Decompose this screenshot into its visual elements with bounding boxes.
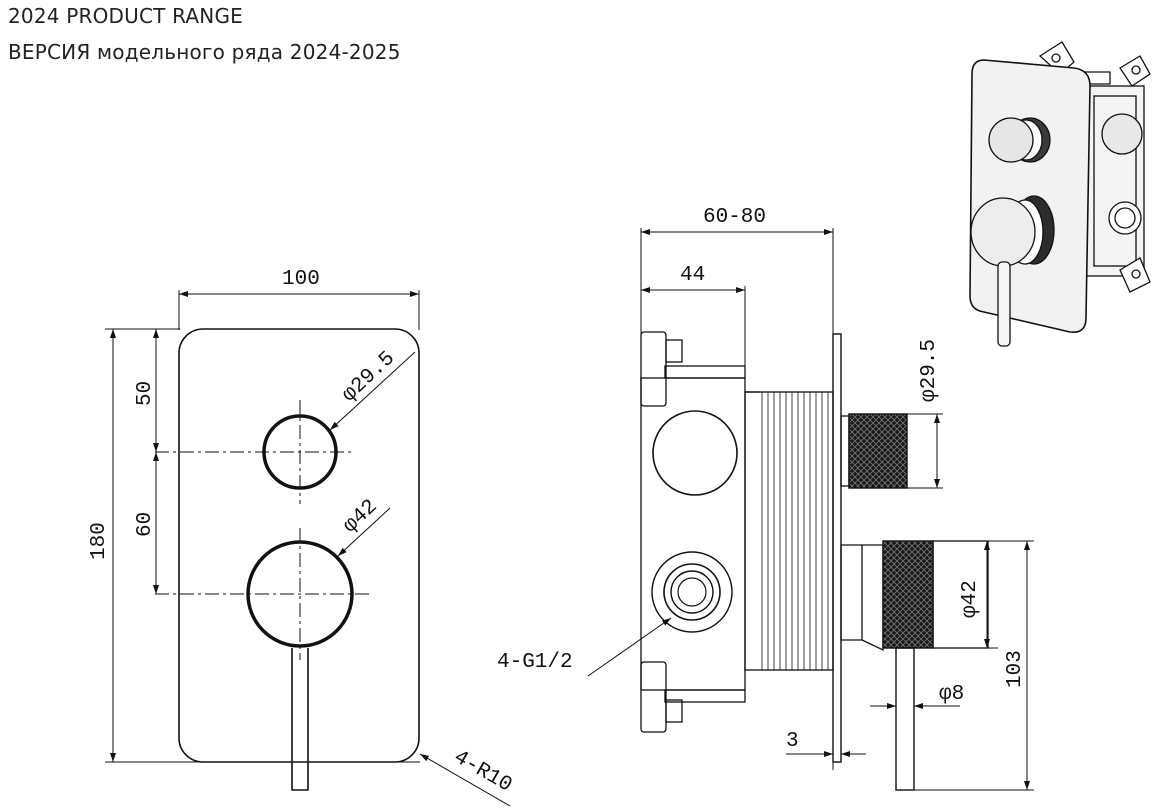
threaded-sleeve: [744, 391, 834, 671]
large-knob-body: [840, 544, 863, 641]
side-small-knob-label: φ29.5: [918, 339, 941, 402]
product-3d-illustration: [969, 41, 1151, 347]
handle-height-label: 103: [1004, 650, 1027, 688]
lever-outline: [291, 648, 309, 791]
mounting-box: [640, 377, 746, 691]
side-large-knob-label: φ42: [959, 580, 982, 618]
front-view: [105, 290, 511, 807]
large-knob-diameter-label: φ42: [339, 496, 382, 539]
bottom-bracket: [640, 661, 667, 733]
range-title: 2024 PRODUCT RANGE: [8, 4, 243, 28]
small-knob-knurl: [848, 413, 908, 489]
thread-label: 4-G1/2: [497, 651, 573, 674]
outlet-ring-outer: [651, 551, 733, 633]
side-view: [587, 228, 1034, 791]
lever-diameter-label: φ8: [939, 683, 964, 706]
knob-spacing-label: 60: [134, 512, 157, 537]
lever-side: [895, 647, 915, 791]
large-knob-knurl: [882, 540, 934, 649]
cover-plate: [178, 328, 420, 763]
top-offset-label: 50: [134, 381, 157, 406]
wall-plate: [832, 333, 842, 763]
plate-thickness-label: 3: [786, 730, 799, 753]
version-subtitle: ВЕРСИЯ модельного ряда 2024-2025: [8, 40, 401, 64]
width-label: 100: [282, 268, 320, 291]
height-label: 180: [88, 522, 111, 560]
top-bracket: [640, 331, 667, 407]
inlet-circle: [652, 410, 738, 496]
box-depth-label: 44: [680, 264, 705, 287]
depth-range-label: 60-80: [703, 206, 766, 229]
small-knob-diameter-label: φ29.5: [338, 347, 400, 407]
